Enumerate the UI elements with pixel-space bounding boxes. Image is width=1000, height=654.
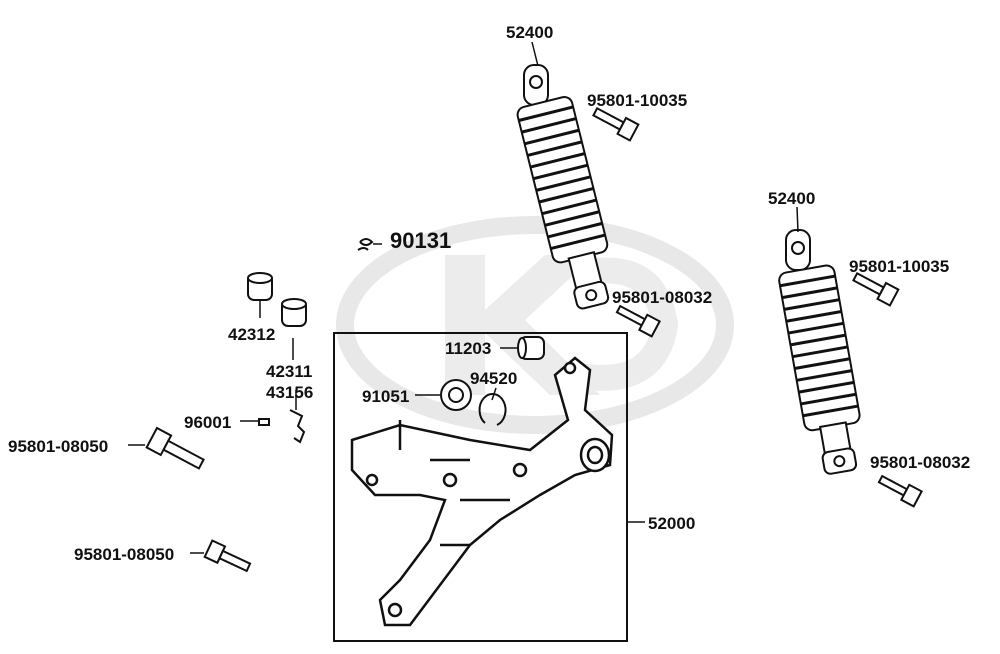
bolt-10035-a (592, 106, 640, 142)
part-label-94520: 94520 (470, 369, 518, 388)
part-label-52000: 52000 (648, 514, 696, 533)
bolt-08032-a (615, 304, 662, 338)
part-label-95801-08050-b: 95801-08050 (74, 545, 175, 564)
bolt-08032-b (877, 474, 924, 508)
part-label-95801-08050-a: 95801-08050 (8, 437, 109, 456)
swing-arm-52000 (350, 356, 614, 627)
swing-arm-frame (333, 332, 628, 642)
screw-96001 (258, 418, 270, 426)
bearing-91051 (440, 379, 472, 411)
bushing-11203 (517, 336, 545, 360)
cotter-pin-90131 (357, 238, 374, 251)
part-label-43156: 43156 (266, 383, 314, 402)
kymco-watermark-logo (336, 216, 734, 434)
part-label-95801-08032-b: 95801-08032 (870, 453, 971, 472)
part-label-52400-b: 52400 (768, 189, 816, 208)
part-label-91051: 91051 (362, 387, 410, 406)
part-label-96001: 96001 (184, 413, 232, 432)
leader-lines (128, 41, 799, 554)
part-label-90131: 90131 (390, 228, 452, 253)
part-label-95801-10035-b: 95801-10035 (849, 257, 950, 276)
part-label-95801-10035-a: 95801-10035 (587, 91, 688, 110)
collar-42311 (281, 298, 307, 327)
part-label-95801-08032-a: 95801-08032 (612, 288, 713, 307)
collar-42312 (247, 272, 273, 301)
part-label-11203: 11203 (445, 339, 492, 358)
shock-absorber-b (778, 229, 861, 475)
part-label-42312: 42312 (228, 325, 276, 344)
bolt-08050-a (145, 426, 205, 470)
shock-absorber-a (516, 64, 610, 310)
part-label-42311: 42311 (266, 362, 313, 381)
bolt-10035-b (852, 271, 900, 307)
clip-43156 (289, 409, 306, 444)
part-label-52400-a: 52400 (506, 23, 554, 42)
bolt-08050-b (203, 539, 252, 573)
